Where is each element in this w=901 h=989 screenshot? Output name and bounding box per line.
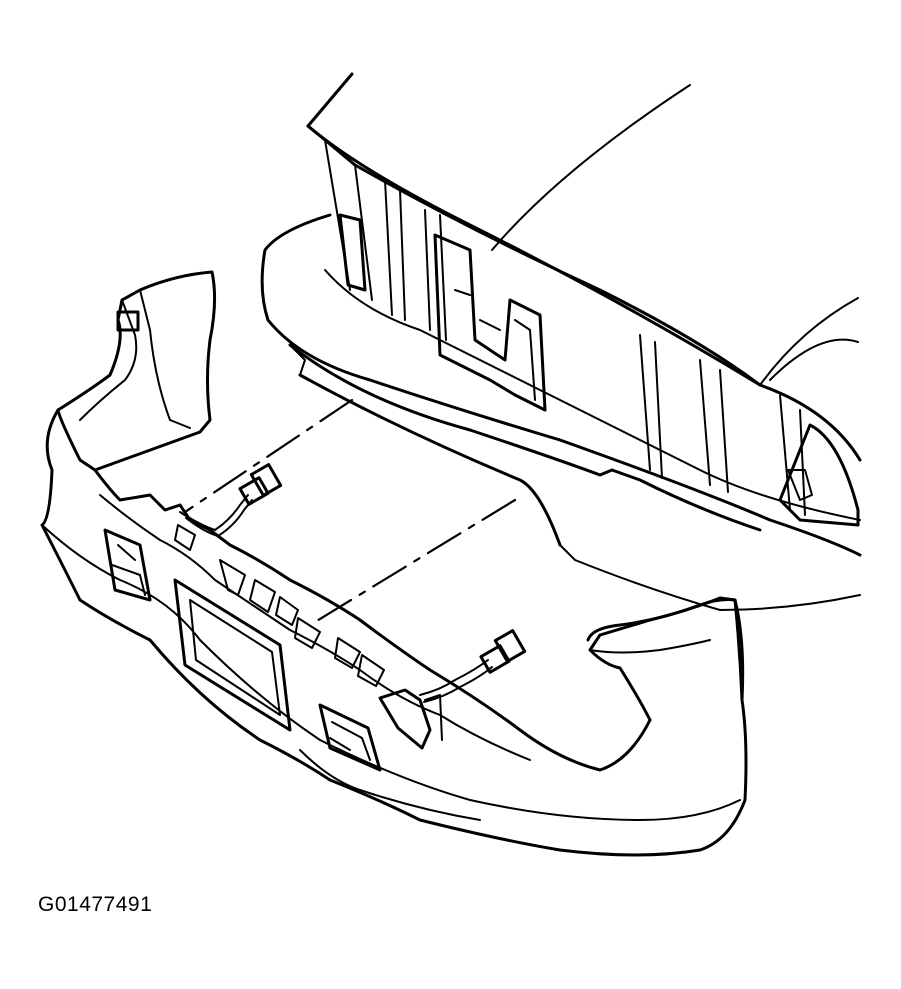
right-harness-plug bbox=[479, 644, 511, 674]
clip-slot-7 bbox=[357, 654, 385, 687]
fascia-left-wing bbox=[56, 270, 217, 472]
upper-fascia-inner bbox=[324, 269, 861, 521]
right-fog-lamp-inner bbox=[329, 721, 371, 761]
clip-slot-3 bbox=[249, 579, 276, 613]
fascia-right-wing-inner bbox=[589, 639, 711, 654]
fascia-bottom-curve bbox=[299, 749, 481, 821]
fascia-right-wing bbox=[586, 598, 745, 702]
left-harness-connector bbox=[249, 463, 283, 497]
radiator-strut-2 bbox=[424, 209, 447, 341]
left-harness-wire bbox=[179, 494, 249, 531]
radiator-strut-5 bbox=[779, 394, 806, 516]
clip-slot-6 bbox=[334, 637, 361, 669]
right-harness-wire bbox=[419, 659, 489, 696]
clip-slot-2 bbox=[219, 559, 246, 596]
clip-slot-1 bbox=[174, 524, 196, 551]
wiring-harness bbox=[179, 463, 527, 703]
upper-fascia-step bbox=[289, 344, 861, 611]
radiator-strut-1 bbox=[384, 179, 406, 321]
right-headlamp-opening bbox=[778, 423, 860, 527]
left-harness-wire-2 bbox=[185, 499, 253, 537]
license-plate-recess-inner bbox=[189, 599, 281, 716]
fascia-top-lip bbox=[93, 468, 652, 772]
right-harness-wire-2 bbox=[423, 666, 493, 703]
fascia-outline bbox=[40, 408, 748, 857]
alignment-guides bbox=[183, 398, 517, 624]
fascia-left-tab bbox=[116, 310, 140, 332]
fascia-lower-edge bbox=[41, 524, 741, 821]
upper-fascia-outline bbox=[260, 213, 862, 557]
left-bracket bbox=[338, 213, 367, 292]
hood-crease bbox=[491, 84, 691, 251]
figure-id-label: G01477491 bbox=[38, 893, 153, 916]
left-harness-plug bbox=[238, 476, 270, 506]
right-headlamp-bracket bbox=[787, 469, 813, 501]
clip-slot-5 bbox=[294, 617, 321, 649]
left-fog-lamp-opening bbox=[103, 528, 152, 602]
alignment-guide-lower bbox=[313, 498, 517, 624]
radiator-strut-4 bbox=[699, 359, 729, 493]
hood-latch-bracket bbox=[433, 233, 547, 412]
hood-right-edge bbox=[759, 297, 859, 386]
right-fog-lamp-opening bbox=[318, 703, 382, 772]
alignment-guide-upper bbox=[183, 398, 354, 514]
front-bumper-fascia bbox=[40, 270, 748, 857]
radiator-support-top bbox=[306, 124, 762, 387]
fascia-left-wing-inner bbox=[79, 289, 191, 429]
hood-right-edge-2 bbox=[769, 338, 859, 381]
right-lamp-bracket-post bbox=[424, 694, 443, 741]
right-harness-connector bbox=[493, 629, 527, 663]
clip-slot-4 bbox=[275, 596, 299, 626]
upper-fascia-lower-edge bbox=[288, 343, 762, 532]
license-plate-recess bbox=[173, 578, 292, 732]
hood-outline bbox=[306, 72, 862, 462]
vehicle-front-end bbox=[260, 72, 862, 611]
fascia-top-lip-inner bbox=[99, 494, 531, 761]
hood-latch-inner bbox=[454, 289, 536, 401]
radiator-strut-3 bbox=[639, 334, 663, 479]
right-lamp-bracket bbox=[378, 688, 432, 750]
left-fog-lamp-inner bbox=[111, 544, 146, 596]
